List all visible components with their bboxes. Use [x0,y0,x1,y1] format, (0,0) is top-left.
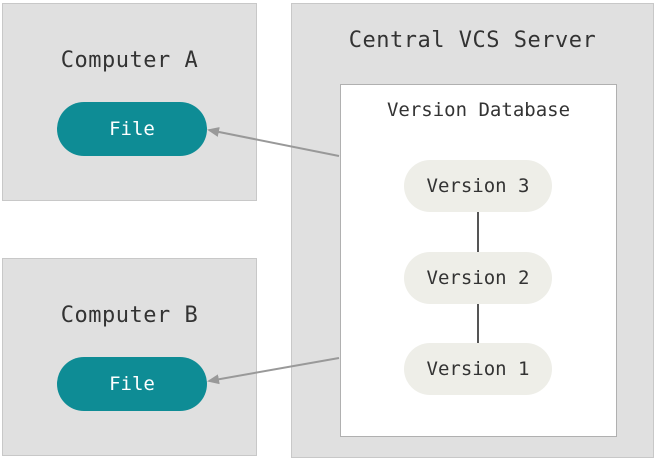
central-vcs-server-box: Central VCS Server Version Database Vers… [291,3,654,458]
version-connector-3-2 [477,212,479,252]
computer-a-box: Computer A File [2,3,257,201]
computer-a-title: Computer A [60,48,199,73]
version-2-node: Version 2 [404,252,552,304]
version-1-node: Version 1 [404,343,552,395]
computer-b-box: Computer B File [2,258,257,456]
computer-a-file: File [57,102,207,156]
server-title: Central VCS Server [348,28,597,53]
version-3-node: Version 3 [404,160,552,212]
computer-b-title: Computer B [60,303,199,328]
version-connector-2-1 [477,304,479,343]
version-database-title: Version Database [386,99,571,121]
computer-b-file: File [57,357,207,411]
version-database-box: Version Database Version 3 Version 2 Ver… [340,84,617,437]
